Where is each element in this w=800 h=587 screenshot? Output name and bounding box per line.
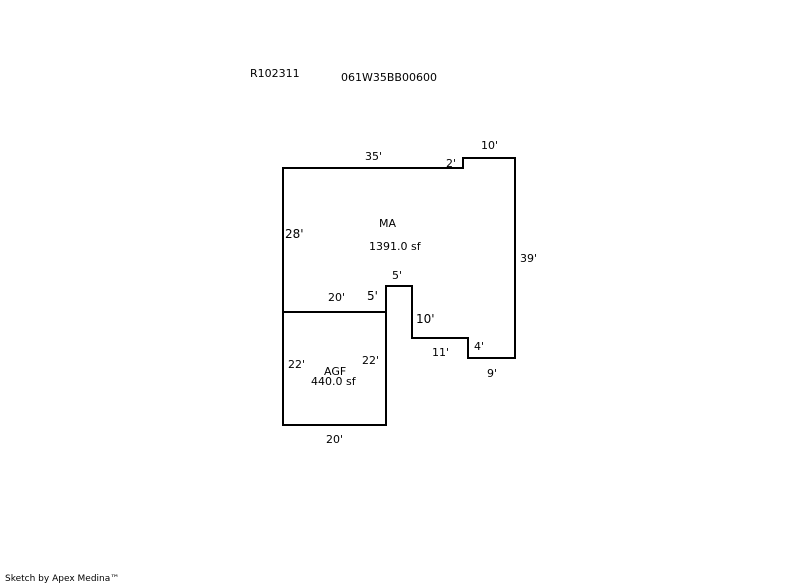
agf-outline <box>282 311 387 426</box>
dim-agf-left: 22' <box>288 358 306 371</box>
dim-agf-top: 20' <box>328 291 346 304</box>
parcel-id: 061W35BB00600 <box>341 71 437 84</box>
area-ma-size: 1391.0 sf <box>369 240 421 253</box>
dim-ma-left: 28' <box>285 227 304 241</box>
dim-ma-notch-left: 5' <box>367 289 378 303</box>
dim-ma-bottom-mid: 11' <box>432 346 450 359</box>
dim-ma-notch-right: 10' <box>416 312 435 326</box>
area-agf-size: 440.0 sf <box>311 375 356 388</box>
dim-ma-top-right: 10' <box>481 139 499 152</box>
dim-ma-step-bottom: 4' <box>474 340 485 353</box>
dim-agf-bottom: 20' <box>326 433 344 446</box>
dim-agf-right: 22' <box>362 354 380 367</box>
sketch-credit: Sketch by Apex Medina™ <box>5 574 120 584</box>
dim-ma-step-up: 2' <box>446 157 457 170</box>
account-id: R102311 <box>250 67 300 80</box>
dim-ma-bottom-right: 9' <box>487 367 498 380</box>
dim-ma-right: 39' <box>520 252 538 265</box>
area-agf-label: AGF <box>324 365 347 378</box>
ma-outline <box>282 157 516 359</box>
dim-ma-notch-top: 5' <box>392 269 403 282</box>
area-ma-label: MA <box>379 217 397 230</box>
dim-ma-top: 35' <box>365 150 383 163</box>
